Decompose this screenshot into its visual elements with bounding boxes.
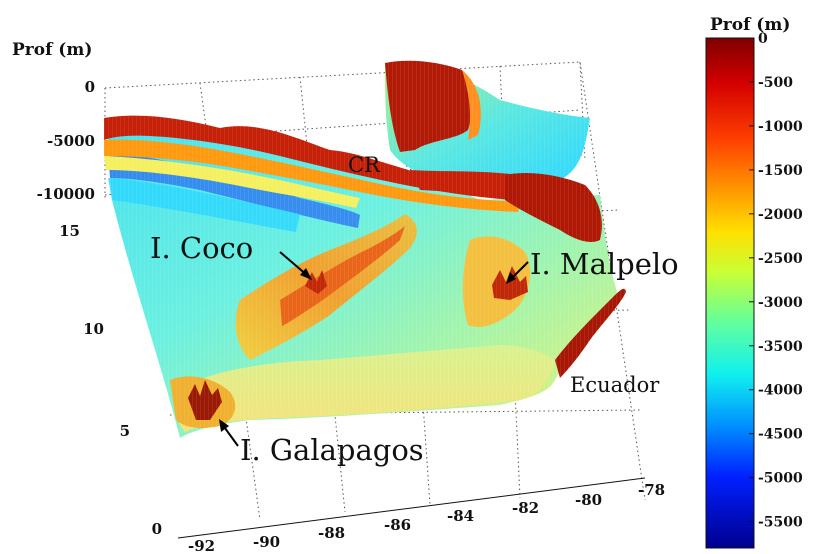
x-tick-4: -84 [447,507,474,525]
x-tick-5: -82 [512,499,539,517]
z-axis-label: Prof (m) [12,40,92,60]
annotation-coco: I. Coco [150,231,253,265]
x-axis [177,477,646,539]
x-tick-7: -78 [638,481,665,499]
colorbar-gradient [705,37,755,549]
x-tick-2: -88 [318,524,345,542]
colorbar-tick-11: -5500 [758,515,803,531]
colorbar-label: Prof (m) [710,15,790,35]
colorbar-tick-3: -1500 [758,163,803,179]
colorbar-tick-5: -2500 [758,251,803,267]
x-tick-6: -80 [575,491,602,509]
x-tick-3: -86 [384,516,411,534]
arrowhead-coco [300,268,312,280]
y-tick-3: 0 [152,520,162,538]
y-tick-1: 10 [83,320,104,338]
colorbar: Prof (m) 0 -500 -1000 -1500 -2000 -2500 -3000 -… [705,15,803,549]
colorbar-tick-10: -5000 [758,471,803,487]
colorbar-tick-7: -3500 [758,339,803,355]
x-tick-1: -90 [253,533,280,551]
arrowhead-malpelo [506,272,516,284]
bathymetry-surface [100,60,630,440]
arrowhead-galapagos [219,419,229,432]
colorbar-tick-1: -500 [758,75,793,91]
x-ticks: -92 -90 -88 -86 -84 -82 -80 -78 [188,481,665,554]
z-tick-1: -5000 [47,132,95,150]
colorbar-tick-2: -1000 [758,119,803,135]
y-axis: 15 10 5 0 [59,222,162,538]
colorbar-tick-4: -2000 [758,207,803,223]
z-tick-2: -10000 [37,185,95,203]
colorbar-tick-9: -4500 [758,427,803,443]
colorbar-tick-8: -4000 [758,383,803,399]
y-tick-0: 15 [59,222,80,240]
x-tick-0: -92 [188,537,215,554]
annotation-ecuador: Ecuador [570,373,660,397]
colorbar-tick-6: -3000 [758,295,803,311]
z-axis: Prof (m) 0 -5000 -10000 [12,40,95,203]
colorbar-tick-0: 0 [758,31,768,47]
annotation-malpelo: I. Malpelo [530,247,679,281]
annotations: CR I. Coco I. Malpelo Ecuador I. Galapag… [150,153,679,467]
y-tick-2: 5 [120,422,130,440]
annotation-cr: CR [348,153,381,177]
colorbar-ticks: 0 -500 -1000 -1500 -2000 -2500 -3000 -3500 -4000… [749,31,803,531]
annotation-galapagos: I. Galapagos [240,433,424,467]
z-tick-0: 0 [85,78,95,96]
